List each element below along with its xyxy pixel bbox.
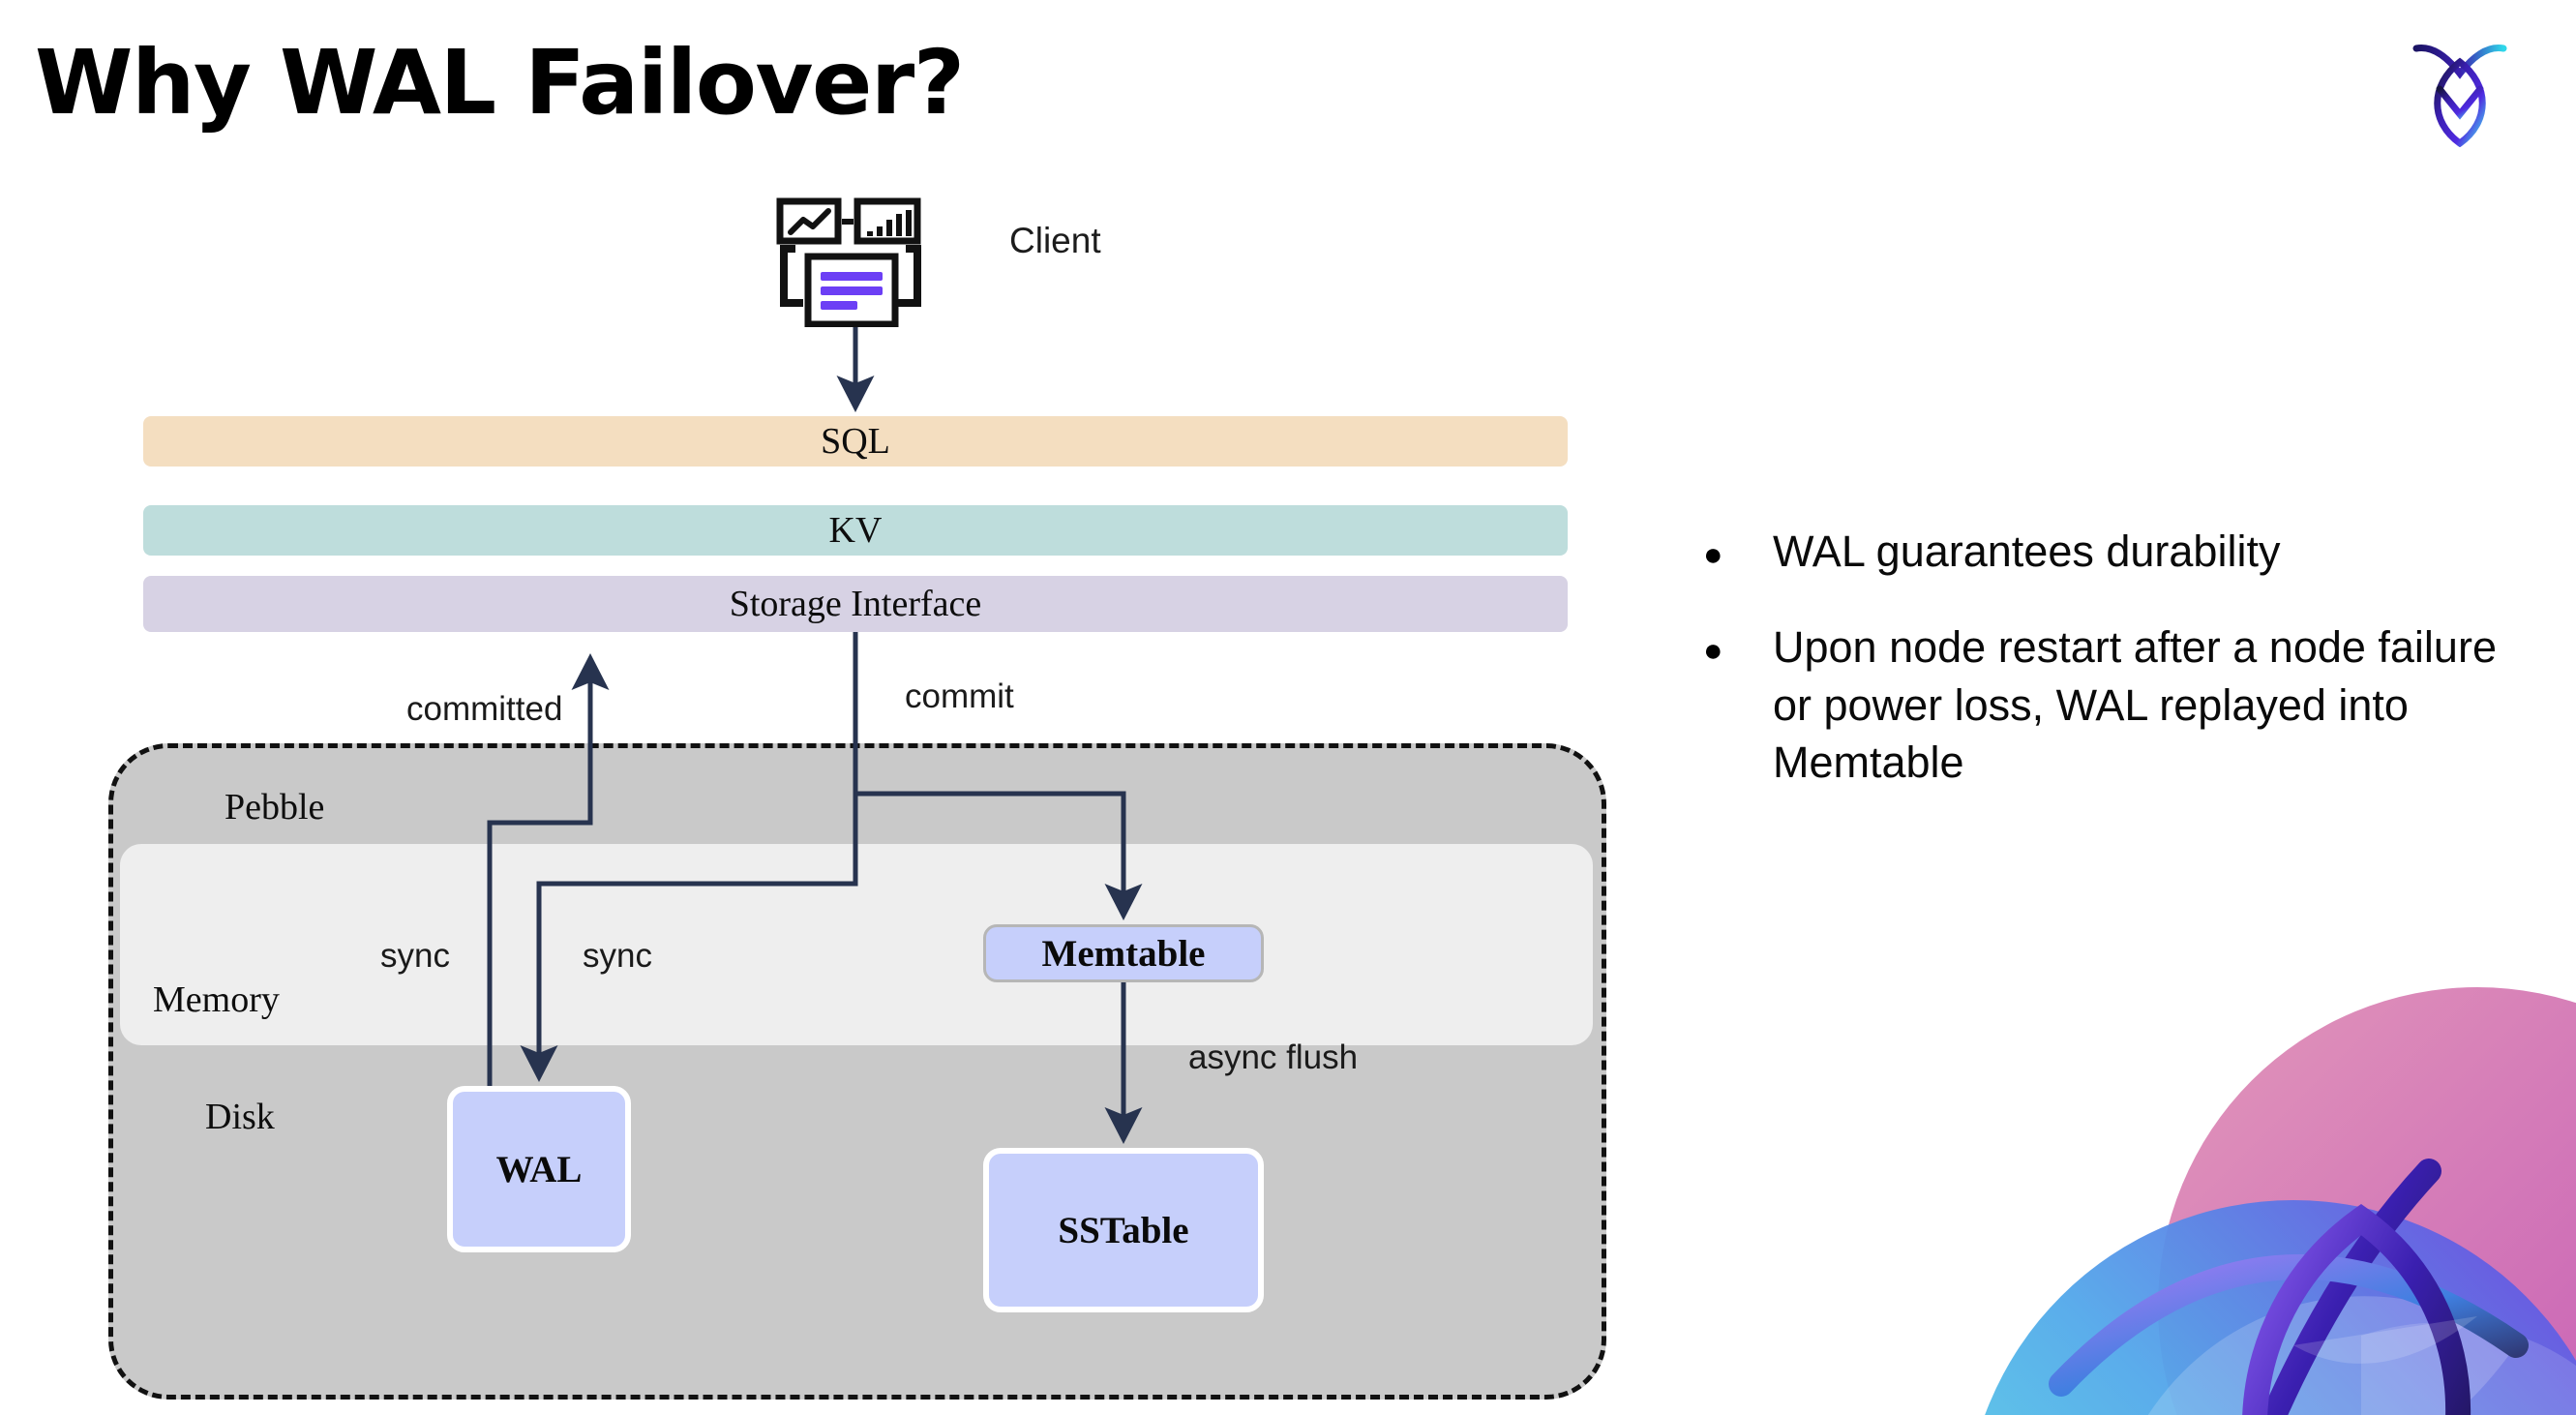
disk-label: Disk	[205, 1097, 275, 1137]
edge-label-sync-2: sync	[583, 937, 652, 975]
client-dashboard-icon	[774, 196, 927, 328]
node-memtable[interactable]: Memtable	[983, 924, 1264, 982]
cockroachdb-decorative-mark-icon	[1974, 929, 2576, 1415]
pebble-container	[108, 743, 1606, 1400]
client-label: Client	[1009, 221, 1101, 260]
edge-label-committed: committed	[406, 690, 563, 728]
pebble-label: Pebble	[225, 787, 325, 828]
page-title: Why WAL Failover?	[35, 31, 965, 135]
edge-label-sync-1: sync	[380, 937, 450, 975]
layer-bar-kv-label: KV	[828, 510, 883, 551]
node-sstable-label: SSTable	[1058, 1209, 1189, 1251]
node-wal-label: WAL	[495, 1148, 583, 1190]
bullet-text: WAL guarantees durability	[1773, 527, 2281, 576]
edge-label-commit: commit	[905, 677, 1014, 715]
layer-bar-sql-label: SQL	[821, 421, 890, 462]
bullet-text: Upon node restart after a node failure o…	[1773, 622, 2497, 788]
layer-bar-storage-interface-label: Storage Interface	[729, 584, 982, 624]
list-item: ● WAL guarantees durability	[1703, 523, 2545, 580]
cockroachdb-logo-icon	[2407, 31, 2513, 148]
layer-bar-sql[interactable]: SQL	[143, 416, 1568, 467]
edge-label-async-flush: async flush	[1188, 1039, 1359, 1076]
bullet-marker-icon: ●	[1703, 536, 1723, 573]
memory-label: Memory	[153, 979, 280, 1020]
memory-region	[120, 844, 1593, 1045]
layer-bar-kv[interactable]: KV	[143, 505, 1568, 556]
bullet-marker-icon: ●	[1703, 632, 1723, 670]
node-memtable-label: Memtable	[1041, 932, 1206, 975]
layer-bar-storage-interface[interactable]: Storage Interface	[143, 576, 1568, 632]
node-wal[interactable]: WAL	[447, 1086, 631, 1252]
list-item: ● Upon node restart after a node failure…	[1703, 618, 2545, 791]
node-sstable[interactable]: SSTable	[983, 1148, 1264, 1312]
bullet-list: ● WAL guarantees durability ● Upon node …	[1703, 523, 2545, 830]
